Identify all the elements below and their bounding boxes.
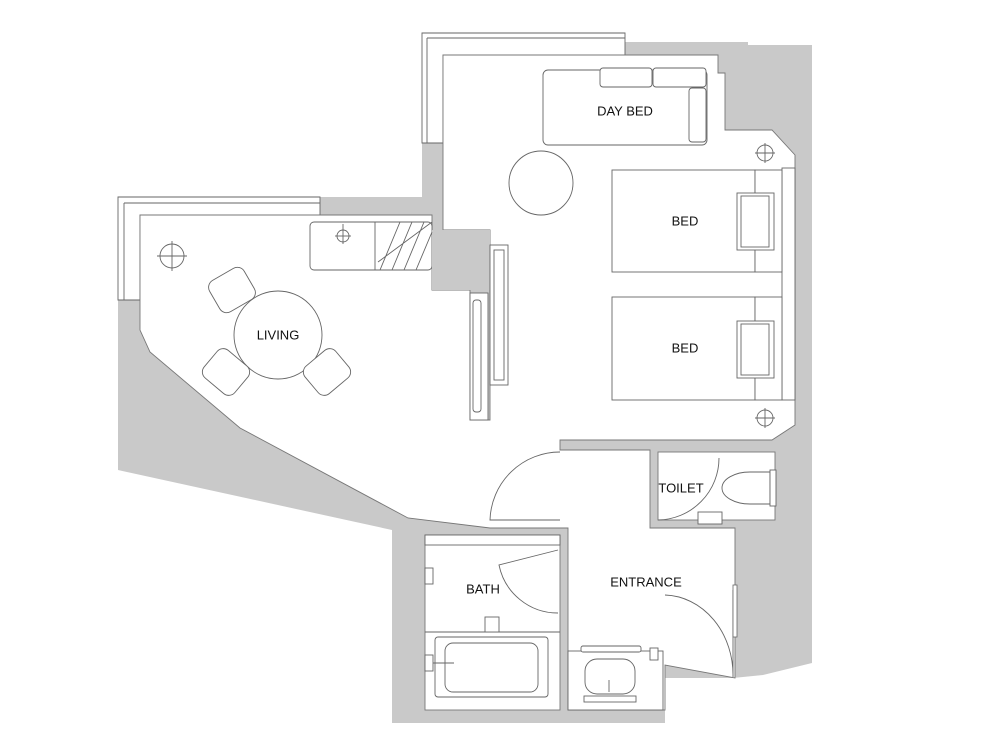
hall-door[interactable] xyxy=(489,451,561,521)
room-label-day-bed: DAY BED xyxy=(597,103,653,118)
lamp-icon xyxy=(755,143,775,163)
room-label-bed-1: BED xyxy=(672,213,699,228)
room-label-living: LIVING xyxy=(257,327,300,342)
bed-1[interactable]: BED xyxy=(611,169,783,273)
entrance-door[interactable] xyxy=(664,584,738,678)
living-window-frame xyxy=(117,196,321,301)
room-label-entrance: ENTRANCE xyxy=(610,574,682,589)
bed-2[interactable]: BED xyxy=(611,296,783,401)
bathtub: BATH xyxy=(424,567,549,698)
room-label-toilet: TOILET xyxy=(658,480,703,495)
sink-icon xyxy=(335,224,351,244)
toilet-fixture: TOILET xyxy=(658,469,777,525)
dining-set[interactable]: LIVING xyxy=(199,264,354,398)
bath-door[interactable] xyxy=(498,549,559,614)
kitchenette-counter xyxy=(309,221,490,290)
round-table[interactable] xyxy=(508,150,574,216)
bath-vanity-strip xyxy=(424,534,561,546)
lamp-icon xyxy=(755,408,775,428)
tv-cabinet xyxy=(469,244,509,421)
day-bed[interactable]: DAY BED xyxy=(542,67,708,146)
headboard-panel xyxy=(781,167,796,401)
lamp-icon xyxy=(157,241,187,271)
toilet-door[interactable] xyxy=(657,457,720,521)
wash-basin xyxy=(567,645,664,711)
room-label-bath: BATH xyxy=(466,581,500,596)
room-label-bed-2: BED xyxy=(672,340,699,355)
